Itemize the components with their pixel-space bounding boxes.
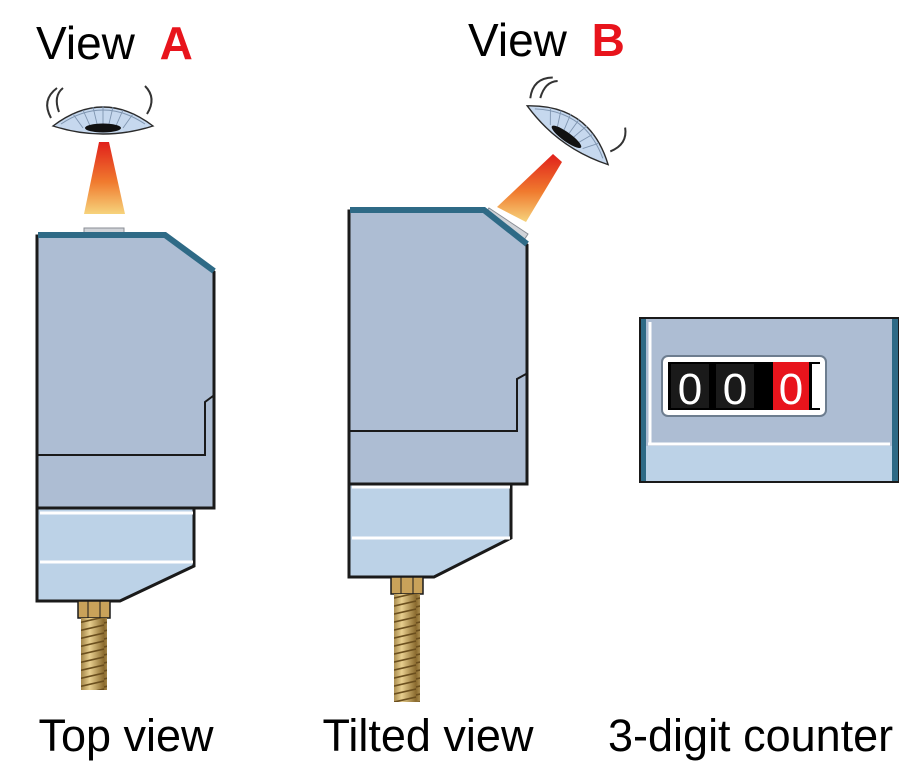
view-a-letter: A <box>160 17 193 69</box>
view-b-prefix: View <box>468 14 568 66</box>
view-a-title: View A <box>36 17 193 69</box>
counter-digit-2: 0 <box>723 365 747 414</box>
sensor-housing-top <box>35 234 216 510</box>
view-b-title: View B <box>468 14 625 66</box>
counter-digit-1: 0 <box>678 365 702 414</box>
housing-step-line <box>350 373 527 432</box>
shaft-nut <box>77 600 111 619</box>
counter-lower-band <box>641 446 897 481</box>
sensor-housing-lower <box>347 482 513 579</box>
counter-digit-3: 0 <box>779 365 803 414</box>
sight-beam <box>497 154 562 222</box>
housing-top-edge <box>38 232 216 274</box>
counter-right-edge <box>892 319 898 481</box>
view-a-diagram <box>35 85 216 690</box>
counter-window-right-cap <box>812 364 820 408</box>
threaded-shaft <box>81 618 107 690</box>
view-b-letter: B <box>592 14 625 66</box>
caption-top-view: Top view <box>38 710 214 761</box>
shaft-nut <box>390 576 424 595</box>
counter-diagram: 0 0 0 <box>639 317 899 483</box>
sensor-housing-lower <box>35 506 196 603</box>
counter-wheel-2 <box>716 364 754 408</box>
view-a-prefix: View <box>36 17 136 69</box>
sensor-housing-top <box>347 209 529 486</box>
threaded-shaft <box>394 594 420 702</box>
counter-wheel-3-highlight <box>773 362 809 410</box>
caption-tilted-view: Tilted view <box>323 710 534 761</box>
counter-left-edge <box>641 319 646 481</box>
housing-top-edge <box>350 207 529 247</box>
eye-icon <box>46 85 154 135</box>
caption-counter: 3-digit counter <box>608 710 893 761</box>
housing-step-line <box>38 395 214 456</box>
sight-beam <box>84 142 125 214</box>
counter-wheel-1 <box>671 364 709 408</box>
eye-icon <box>516 69 633 173</box>
view-b-diagram <box>347 69 633 702</box>
